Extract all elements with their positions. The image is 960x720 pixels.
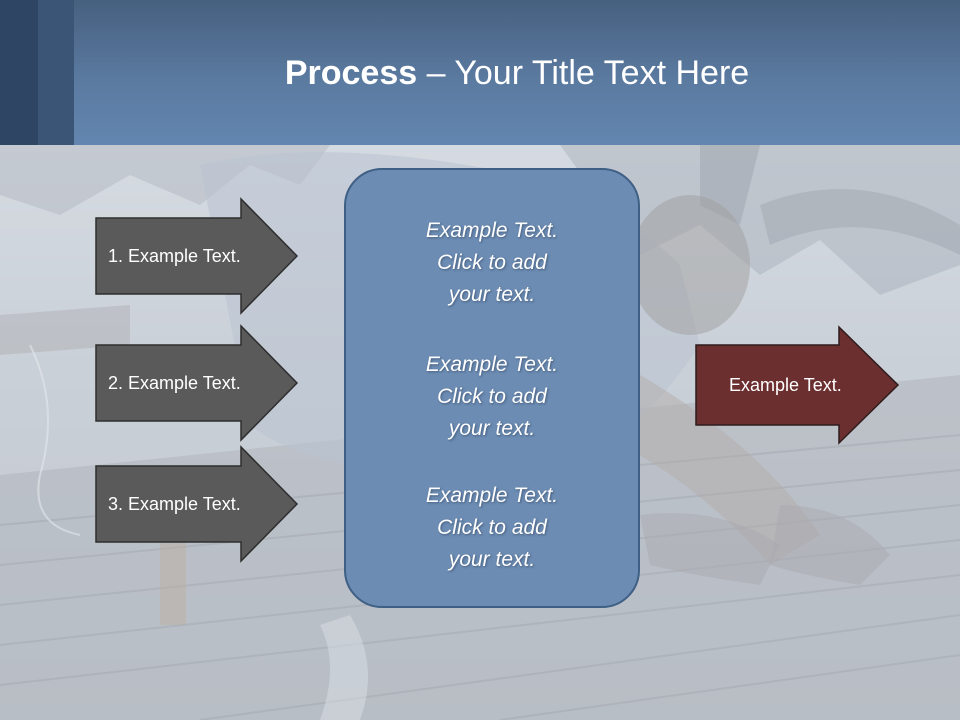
center-text-line: your text. [448,417,536,440]
center-text-block-1: Example Text. Click to add your text. [346,215,638,311]
center-text-line: Click to add [437,516,547,539]
arrow-shape [95,324,299,442]
center-text-line: Example Text. [425,484,559,507]
header-accent-block [0,0,38,145]
left-arrow-2-label: 2. Example Text. [108,372,241,393]
title-band: Process – Your Title Text Here [0,0,960,145]
title-rest: – Your Title Text Here [417,54,750,92]
center-text-line: your text. [448,548,536,571]
arrow-shape [95,445,299,563]
left-arrow-1-label: 1. Example Text. [108,245,241,266]
center-text-line: your text. [448,283,536,306]
title-bold: Process [284,54,418,92]
left-arrow-3[interactable]: 3. Example Text. [95,445,299,563]
left-arrow-1[interactable]: 1. Example Text. [95,197,299,315]
center-text-line: Click to add [437,385,547,408]
left-arrow-3-label: 3. Example Text. [108,493,241,514]
slide-title[interactable]: Process – Your Title Text Here [74,54,960,93]
right-arrow-label: Example Text. [729,374,842,395]
header-accent-block [38,0,74,145]
arrow-shape [695,325,900,445]
right-arrow[interactable]: Example Text. [695,325,900,445]
center-text-line: Click to add [437,251,547,274]
left-arrow-2[interactable]: 2. Example Text. [95,324,299,442]
center-text-box[interactable]: Example Text. Click to add your text. Ex… [344,168,640,608]
arrow-shape [95,197,299,315]
center-text-block-3: Example Text. Click to add your text. [346,480,638,576]
center-text-block-2: Example Text. Click to add your text. [346,349,638,445]
center-text-line: Example Text. [425,219,559,242]
center-text-line: Example Text. [425,353,559,376]
